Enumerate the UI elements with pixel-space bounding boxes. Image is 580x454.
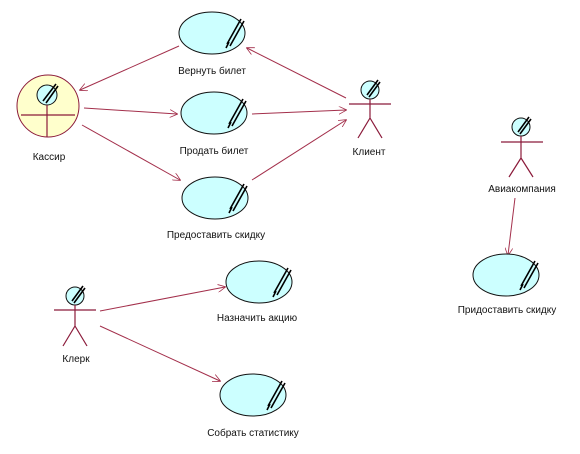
usecase-collect-stats[interactable]: Собрать статистику	[207, 373, 299, 439]
usecase-return-ticket[interactable]: Вернуть билет	[178, 11, 246, 77]
edge-clerk-collect-stats	[99, 325, 220, 381]
actor-cashier[interactable]: Кассир	[16, 74, 80, 163]
edge-cashier-give-discount	[81, 124, 180, 180]
business-worker-circle	[16, 74, 80, 138]
edge-cashier-sell-ticket	[83, 107, 177, 114]
pen-icon	[71, 285, 86, 304]
pen-icon	[228, 183, 248, 214]
actor-client[interactable]: Клиент	[349, 79, 391, 158]
actor-body	[501, 136, 543, 178]
usecase-sell-ticket[interactable]: Продать билет	[180, 91, 249, 157]
usecase-airline-discount[interactable]: Придоставить скидку	[458, 253, 557, 316]
usecase-ellipse	[219, 373, 287, 417]
edge-return-ticket-cashier	[80, 45, 180, 90]
usecase-ellipse	[180, 91, 248, 135]
actor-label: Клиент	[353, 147, 386, 158]
usecase-ellipse	[178, 11, 246, 55]
actor-clerk[interactable]: Клерк	[54, 285, 96, 365]
usecase-give-discount[interactable]: Предоставить скидку	[167, 176, 265, 241]
pen-icon	[42, 83, 59, 104]
edges	[80, 45, 516, 381]
actor-airline[interactable]: Авиакомпания	[488, 116, 556, 195]
pen-icon	[519, 260, 539, 291]
usecase-ellipse	[181, 176, 249, 220]
usecase-label: Собрать статистику	[207, 427, 299, 439]
pen-icon	[366, 79, 381, 98]
edge-airline-discount	[508, 197, 516, 255]
edge-sell-ticket-client	[251, 110, 346, 115]
edge-give-discount-client	[251, 120, 346, 181]
pen-icon	[266, 380, 286, 411]
actor-body	[21, 105, 75, 137]
pen-icon	[227, 98, 247, 129]
usecase-label: Назначить акцию	[217, 313, 298, 324]
pen-icon	[225, 18, 245, 49]
actor-label: Авиакомпания	[488, 184, 556, 195]
usecase-label: Вернуть билет	[178, 65, 246, 77]
actor-body	[349, 99, 391, 139]
usecase-label: Предоставить скидку	[167, 230, 265, 241]
pen-icon	[272, 267, 292, 298]
edge-client-return-ticket	[247, 48, 347, 99]
pen-icon	[517, 116, 532, 135]
usecase-label: Продать билет	[180, 145, 249, 157]
actor-label: Кассир	[33, 152, 66, 163]
usecase-label: Придоставить скидку	[458, 305, 557, 316]
actor-body	[54, 305, 96, 347]
usecase-announce-promo[interactable]: Назначить акцию	[217, 260, 298, 324]
edge-clerk-announce-promo	[99, 287, 225, 312]
usecase-ellipse	[472, 253, 540, 297]
actor-label: Клерк	[62, 354, 90, 365]
usecase-ellipse	[225, 260, 293, 304]
